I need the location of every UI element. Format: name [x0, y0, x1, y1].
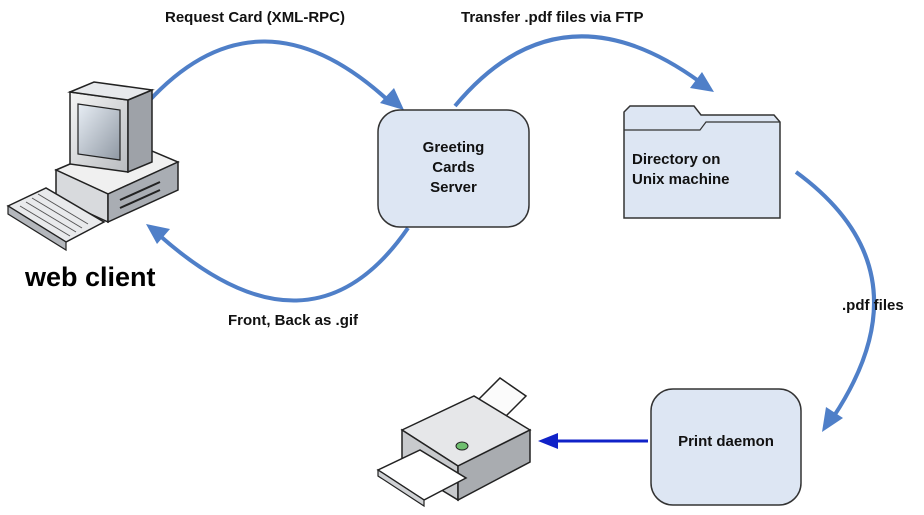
web-client-label: web client — [25, 262, 156, 292]
directory-label-line1: Directory on — [632, 151, 721, 168]
directory-label: Directory on Unix machine — [632, 150, 777, 190]
pdf-files-label: .pdf files — [842, 297, 904, 314]
directory-folder-icon — [623, 105, 781, 219]
server-node — [377, 109, 530, 228]
server-label-line3: Server — [430, 179, 477, 196]
server-label-line1: Greeting — [422, 139, 485, 156]
request-label: Request Card (XML-RPC) — [165, 9, 346, 26]
server-label-line2: Cards — [432, 159, 475, 176]
directory-label-line2: Unix machine — [632, 171, 730, 188]
pdf-files-arrow — [794, 170, 876, 432]
request-arrow — [146, 39, 404, 110]
response-label: Front, Back as .gif — [228, 312, 359, 329]
printer-icon — [376, 377, 532, 508]
response-arrow — [146, 224, 410, 303]
transfer-arrow — [453, 34, 714, 108]
print-daemon-label: Print daemon — [678, 433, 774, 450]
print-arrow — [538, 433, 648, 449]
computer-icon — [6, 81, 180, 252]
transfer-label: Transfer .pdf files via FTP — [461, 9, 644, 26]
print-daemon-node — [650, 388, 802, 506]
server-label: Greeting Cards Server — [378, 138, 529, 198]
